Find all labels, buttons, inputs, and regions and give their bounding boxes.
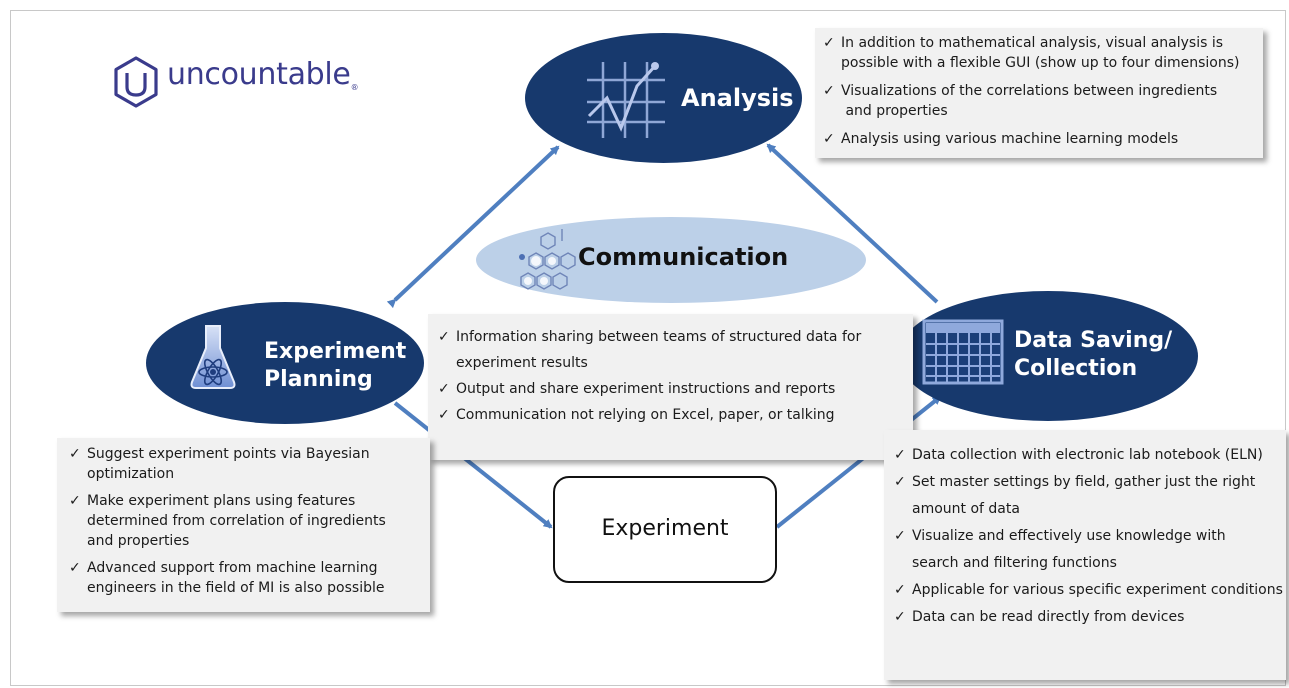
communication-node: Communication [476, 217, 866, 303]
checklist-item-text: experiment results [456, 355, 588, 371]
logo-wordmark: uncountable® [167, 57, 359, 92]
checklist-item: ✓ Make experiment plans using features det… [65, 491, 424, 551]
checklist: ✓ Suggest experiment points via Bayesian o… [65, 444, 424, 598]
checkmark-icon: ✓ [894, 447, 906, 463]
checklist-item-text: Visualizations of the correlations betwe… [841, 83, 1218, 99]
chart-grid-icon [587, 62, 665, 138]
analysis-node: Analysis [525, 33, 802, 163]
checklist-item-text: Make experiment plans using features [87, 493, 356, 509]
checklist: ✓ In addition to mathematical analysis, v… [819, 33, 1253, 149]
checkmark-icon: ✓ [69, 446, 81, 462]
checklist-item-text: amount of data [912, 501, 1020, 517]
checkmark-icon: ✓ [823, 131, 835, 147]
checklist-item-text: optimization [87, 466, 175, 482]
checklist-item-text: In addition to mathematical analysis, vi… [841, 35, 1224, 51]
checklist-item-text: search and filtering functions [912, 555, 1117, 571]
checklist-item-text: Applicable for various specific experime… [912, 582, 1283, 598]
data-label-line-2: Collection [1014, 355, 1138, 381]
checklist-item-text: Set master settings by field, gather jus… [912, 474, 1256, 490]
experiment-planning-label: Experiment Planning [264, 338, 406, 393]
analysis-label: Analysis [681, 84, 794, 112]
checkmark-icon: ✓ [823, 35, 835, 51]
logo-registered-mark: ® [350, 83, 359, 92]
checkmark-icon: ✓ [894, 528, 906, 544]
checklist-item: ✓ Data collection with electronic lab not… [890, 442, 1282, 469]
communication-label: Communication [578, 243, 789, 271]
analysis-details-box: ✓ In addition to mathematical analysis, v… [815, 28, 1263, 158]
checklist-item-text: and properties [841, 103, 948, 119]
experiment-label: Experiment [601, 516, 729, 541]
logo-text: uncountable [167, 57, 351, 92]
checklist-item-text: Communication not relying on Excel, pape… [456, 407, 835, 423]
data-label-line-1: Data Saving/ [1014, 328, 1173, 353]
planning-label-line-1: Experiment [264, 339, 407, 364]
checkmark-icon: ✓ [823, 83, 835, 99]
checklist-item: ✓ Applicable for various specific experim… [890, 577, 1283, 604]
experiment-node: Experiment [553, 476, 777, 583]
arrow-data-analysis [766, 143, 939, 304]
checklist-item: ✓ Suggest experiment points via Bayesian o… [65, 444, 424, 484]
checklist-item-text: engineers in the field of MI is also pos… [87, 580, 385, 596]
checklist-item: ✓ Visualizations of the correlations betw… [819, 81, 1253, 121]
checklist-item: ✓ Set master settings by field, gather ju… [890, 469, 1282, 523]
checkmark-icon: ✓ [894, 582, 906, 598]
arrow-planning-analysis [386, 145, 560, 309]
data-saving-label: Data Saving/ Collection [1014, 327, 1172, 382]
data-saving-details-box: ✓ Data collection with electronic lab not… [884, 430, 1286, 680]
flask-atom-icon [190, 325, 236, 389]
checklist: ✓ Data collection with electronic lab not… [890, 442, 1283, 631]
checklist-item: ✓ Output and share experiment instruction… [434, 376, 907, 402]
checklist-item: ✓ In addition to mathematical analysis, v… [819, 33, 1253, 73]
checkmark-icon: ✓ [438, 381, 450, 397]
checkmark-icon: ✓ [894, 609, 906, 625]
experiment-planning-node: Experiment Planning [146, 302, 424, 424]
experiment-planning-details-box: ✓ Suggest experiment points via Bayesian o… [57, 438, 430, 612]
checklist-item: ✓ Visualize and effectively use knowledge… [890, 523, 1282, 577]
checkmark-icon: ✓ [894, 474, 906, 490]
checklist-item-text: and properties [87, 533, 190, 549]
checklist-item-text: Data can be read directly from devices [912, 609, 1185, 625]
arrow-planning-experiment [393, 401, 553, 529]
checklist: ✓ Information sharing between teams of st… [434, 324, 907, 428]
logo-hexagon-icon [114, 56, 158, 108]
planning-label-line-2: Planning [264, 366, 373, 392]
checkmark-icon: ✓ [438, 407, 450, 423]
checklist-item-text: Advanced support from machine learning [87, 560, 378, 576]
checklist-item-text: Output and share experiment instructions… [456, 381, 836, 397]
checklist-item: ✓ Information sharing between teams of st… [434, 324, 907, 376]
checkmark-icon: ✓ [438, 329, 450, 345]
checkmark-icon: ✓ [69, 560, 81, 576]
checklist-item: ✓ Data can be read directly from devices [890, 604, 1282, 631]
communication-details-box: ✓ Information sharing between teams of st… [428, 314, 913, 460]
hexagon-network-icon [519, 229, 576, 290]
checklist-item: ✓ Advanced support from machine learning e… [65, 558, 424, 598]
checklist-item-text: Suggest experiment points via Bayesian [87, 446, 370, 462]
checklist-item-text: Data collection with electronic lab note… [912, 447, 1263, 463]
checkmark-icon: ✓ [69, 493, 81, 509]
checklist-item: ✓ Analysis using various machine learning… [819, 129, 1253, 149]
checklist-item-text: Visualize and effectively use knowledge … [912, 528, 1226, 544]
spreadsheet-icon [922, 319, 1004, 385]
checklist-item-text: Analysis using various machine learning … [841, 131, 1179, 147]
checklist-item-text: determined from correlation of ingredien… [87, 513, 386, 529]
checklist-item-text: Information sharing between teams of str… [456, 329, 862, 345]
data-saving-node: Data Saving/ Collection [898, 291, 1198, 421]
checklist-item-text: possible with a flexible GUI (show up to… [841, 55, 1240, 71]
diagram-frame [10, 10, 1286, 686]
checklist-item: ✓ Communication not relying on Excel, pap… [434, 402, 907, 428]
